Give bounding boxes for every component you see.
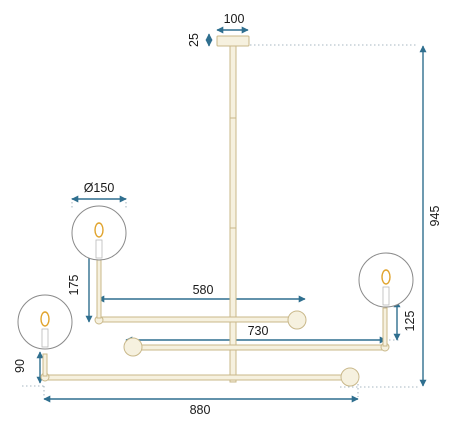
label-middle-width: 730 <box>248 324 269 338</box>
globe-lower-left <box>17 294 73 350</box>
dimension-labels: 100 25 945 Ø150 175 580 730 125 90 880 <box>13 12 442 417</box>
arm-upper-end-ball <box>287 310 307 330</box>
label-total-width: 880 <box>190 403 211 417</box>
dimension-lines <box>36 26 427 403</box>
canopy <box>216 35 250 47</box>
label-right-offset: 125 <box>403 311 417 332</box>
label-upper-offset: 175 <box>67 275 81 296</box>
label-total-height: 945 <box>428 206 442 227</box>
stem-right <box>382 307 388 347</box>
stem-lower-left <box>42 353 48 377</box>
fixture <box>40 35 390 387</box>
globe-right <box>358 252 414 308</box>
label-globe-diameter: Ø150 <box>84 181 115 195</box>
globe-upper-left <box>71 205 127 261</box>
label-canopy-width: 100 <box>224 12 245 26</box>
arm-upper <box>99 316 299 323</box>
label-lower-offset: 90 <box>13 359 27 373</box>
label-canopy-height: 25 <box>187 33 201 47</box>
label-upper-width: 580 <box>193 283 214 297</box>
arm-middle-end-ball <box>123 337 143 357</box>
stem-upper-left <box>96 259 102 319</box>
center-rod <box>229 45 237 383</box>
arm-lower-end-ball <box>340 367 360 387</box>
arm-middle <box>133 344 387 351</box>
arm-lower <box>45 374 351 381</box>
